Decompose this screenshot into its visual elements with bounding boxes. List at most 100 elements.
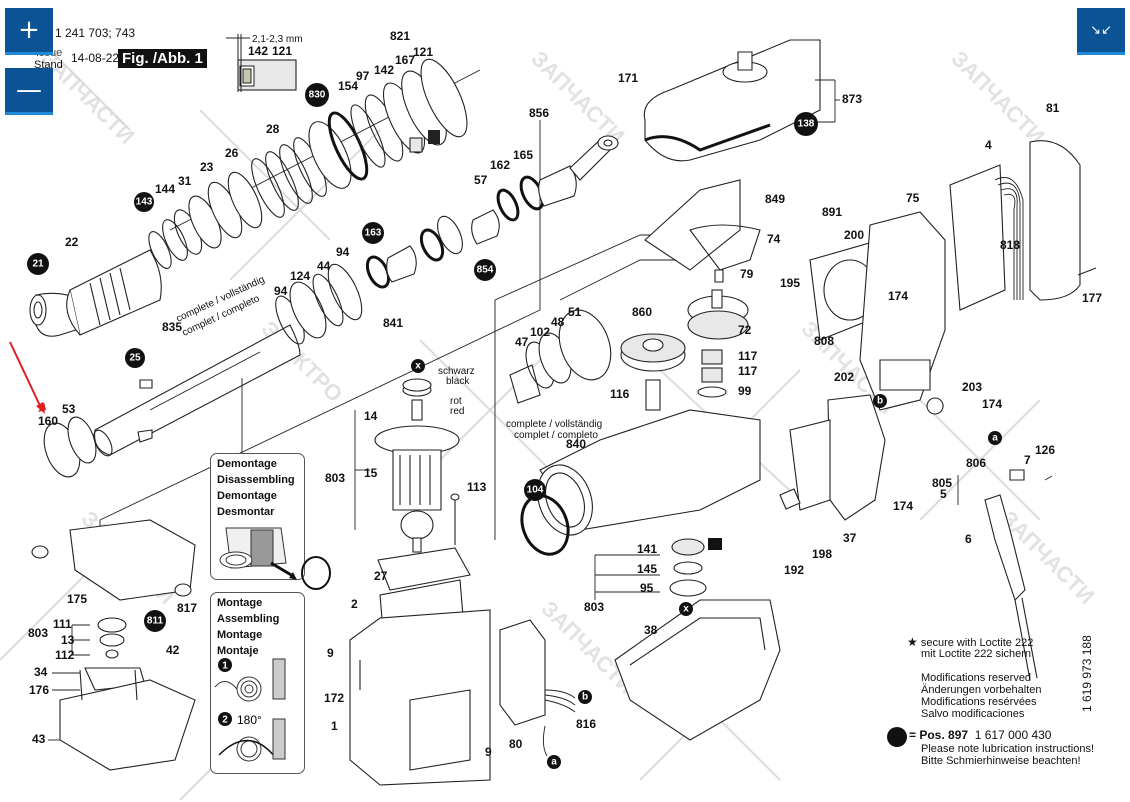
highlight-arrow (9, 341, 46, 414)
assembly-title-fr: Montage (217, 629, 263, 641)
pos-badge-label: 104 (527, 485, 544, 496)
issue-date: 14-08-22 (71, 51, 120, 65)
part-number-195: 195 (780, 276, 800, 290)
part-number-841: 841 (383, 316, 403, 330)
part-number-26: 26 (225, 146, 239, 160)
disassembly-title-fr: Demontage (217, 490, 277, 502)
part-number-27: 27 (374, 569, 388, 583)
part-number-172: 172 (324, 691, 344, 705)
part-number-803: 803 (325, 471, 345, 485)
part-number-81: 81 (1046, 101, 1060, 115)
part-number-891: 891 (822, 205, 842, 219)
gear-housing (520, 409, 761, 556)
part-number-94: 94 (336, 245, 350, 259)
pos-badge-label: 811 (147, 616, 164, 627)
part-number-111: 111 (53, 617, 72, 631)
part-number-31: 31 (178, 174, 192, 188)
part-number-15: 15 (364, 466, 378, 480)
minus-icon: — (16, 75, 42, 105)
pos-badge-circle (794, 112, 818, 136)
part-number-9: 9 (485, 745, 492, 759)
part-number-141: 141 (637, 542, 657, 556)
pos-badge-circle (411, 359, 425, 373)
loctite-note-en: secure with Loctite 222 (920, 637, 1034, 649)
disassembly-title-es: Desmontar (217, 506, 275, 518)
dimension-label: 2,1-2,3 mm (252, 34, 303, 45)
plus-icon: + (18, 15, 40, 45)
part-number-202: 202 (834, 370, 854, 384)
part-number-95: 95 (640, 581, 654, 595)
zoom-in-button[interactable]: + (5, 8, 53, 55)
pos-badge-label: a (551, 757, 557, 768)
complete-label-shaft: complete / vollständig complet / complet… (175, 274, 267, 339)
part-number-102: 102 (530, 325, 550, 339)
pos-badge-label: 25 (129, 353, 141, 364)
part-number-6: 6 (965, 532, 972, 546)
pos-badge-circle (578, 690, 592, 704)
zoom-out-button[interactable]: — (5, 68, 53, 115)
pos-badge-circle (134, 192, 154, 212)
part-number-23: 23 (200, 160, 214, 174)
part-number-817: 817 (177, 601, 197, 615)
gear-assembly (509, 289, 749, 411)
bearing-schwarz-label: schwarz (438, 366, 475, 377)
part-number-5: 5 (940, 487, 947, 501)
lubrication-dot-icon (887, 727, 907, 747)
part-number-840: 840 (566, 437, 586, 451)
switch-housing-37 (779, 394, 886, 521)
assembly-title-es: Montaje (217, 645, 259, 657)
pos-badge-circle (679, 602, 693, 616)
pos-badge-label: 138 (798, 119, 815, 130)
bottom-skid-38 (614, 599, 781, 741)
disassembly-title-en: Disassembling (217, 474, 295, 486)
pos-badge-circle (873, 394, 887, 408)
lubrication-note-de: Bitte Schmierhinweise beachten! (921, 755, 1081, 767)
pos-badge-label: a (992, 433, 998, 444)
assembly-step-1-badge: 1 (222, 661, 228, 672)
part-number-177: 177 (1082, 291, 1102, 305)
collapse-fullscreen-button[interactable]: ↘↙ (1077, 8, 1125, 55)
pos-number: 897 (948, 728, 969, 742)
top-cover-873 (643, 39, 821, 283)
figure-tag: Fig. /Abb. 1 (118, 49, 207, 68)
part-number-121: 121 (413, 45, 433, 59)
document-number: 1 619 973 188 (1080, 635, 1094, 712)
oring-loop-icon (301, 556, 331, 590)
pos-badge-circle (27, 253, 49, 275)
part-number-144: 144 (155, 182, 175, 196)
part-number-174: 174 (893, 499, 913, 513)
part-number-856: 856 (529, 106, 549, 120)
part-number-835: 835 (162, 320, 182, 334)
part-number-13: 13 (61, 633, 75, 647)
part-number-116: 116 (610, 387, 630, 401)
part-number-142: 142 (374, 63, 394, 77)
bottom-cover-assembly (31, 519, 196, 771)
part-number-117: 117 (738, 349, 758, 363)
part-number-805: 805 (932, 476, 952, 490)
assembly-title-en: Assembling (217, 613, 280, 625)
pos-badge-label: b (582, 692, 588, 703)
modifications-fr: Modifications resérvées (921, 696, 1037, 708)
part-number-203: 203 (962, 380, 982, 394)
pos-badge-circle (305, 83, 329, 107)
svg-text:ЗАПЧАСТИ: ЗАПЧАСТИ (946, 46, 1049, 149)
loctite-note: ★ secure with Loctite 222 (907, 636, 1033, 649)
pos-part-number: 1 617 000 430 (974, 728, 1052, 742)
modifications-de: Änderungen vorbehalten (921, 684, 1042, 696)
pos-badge-circle (547, 755, 561, 769)
part-number-124: 124 (290, 269, 310, 283)
handle-assembly (809, 140, 1097, 415)
modifications-en: Modifications reserved (921, 672, 1032, 684)
part-number-labels: 8211211671429715428262331144229412444948… (28, 29, 1102, 759)
part-number-860: 860 (632, 305, 652, 319)
part-number-113: 113 (467, 480, 487, 494)
pos-badge-label: 854 (477, 265, 494, 276)
part-number-47: 47 (515, 335, 529, 349)
pos-badge-circle (988, 431, 1002, 445)
part-number-99: 99 (738, 384, 752, 398)
assembly-step-2-badge: 2 (222, 715, 228, 726)
pos-badge-label: 21 (32, 259, 44, 270)
part-number-176: 176 (29, 683, 49, 697)
part-number-72: 72 (738, 323, 752, 337)
